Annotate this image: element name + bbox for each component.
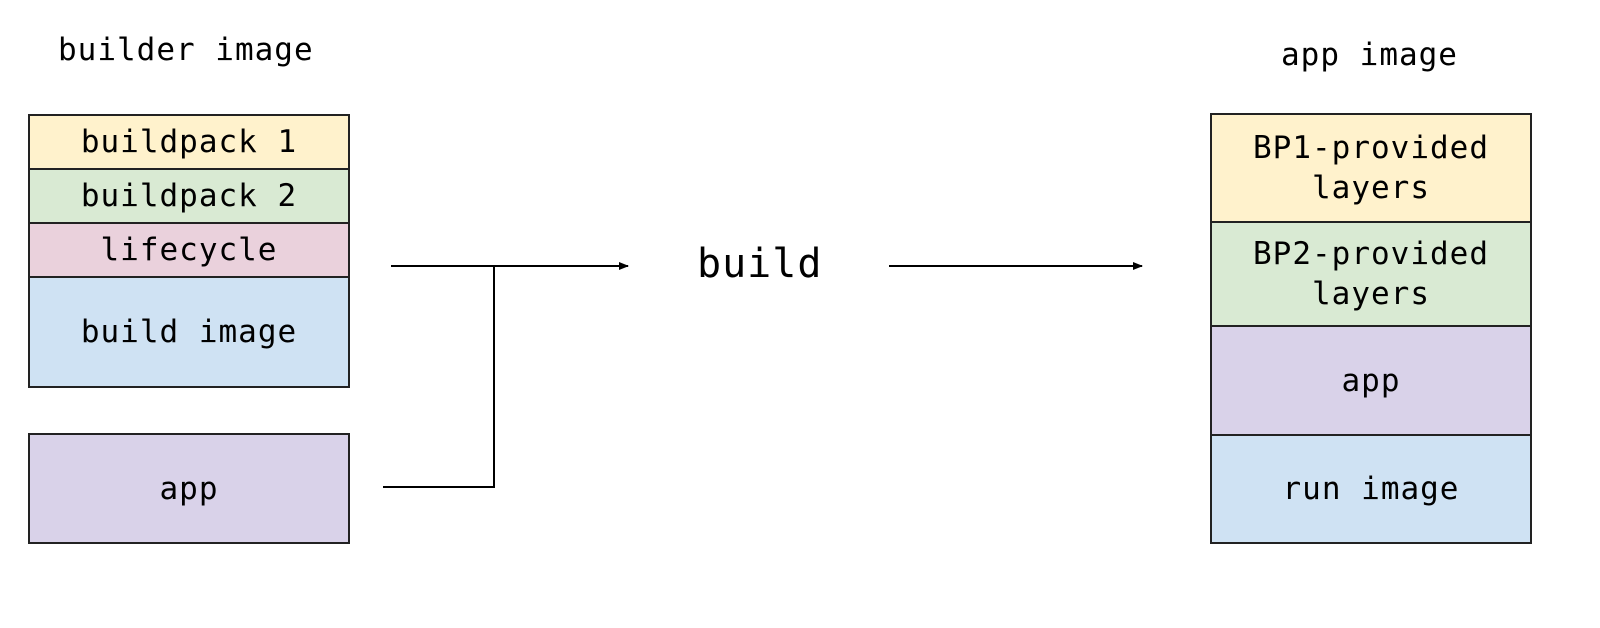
app-layer-app: app <box>1210 327 1532 436</box>
app-layer-bp2-provided: BP2-provided layers <box>1210 223 1532 327</box>
app-source-box: app <box>28 433 350 544</box>
app-to-build-connector <box>383 266 495 488</box>
builder-image-title: builder image <box>58 32 314 68</box>
app-layer-run-image: run image <box>1210 436 1532 544</box>
builder-layer-buildpack-1: buildpack 1 <box>28 114 350 170</box>
build-step-label: build <box>697 241 823 287</box>
builder-layer-lifecycle: lifecycle <box>28 224 350 278</box>
app-layer-bp1-provided: BP1-provided layers <box>1210 113 1532 223</box>
app-image-title: app image <box>1281 37 1458 73</box>
builder-layer-build-image: build image <box>28 278 350 388</box>
builder-layer-buildpack-2: buildpack 2 <box>28 170 350 224</box>
